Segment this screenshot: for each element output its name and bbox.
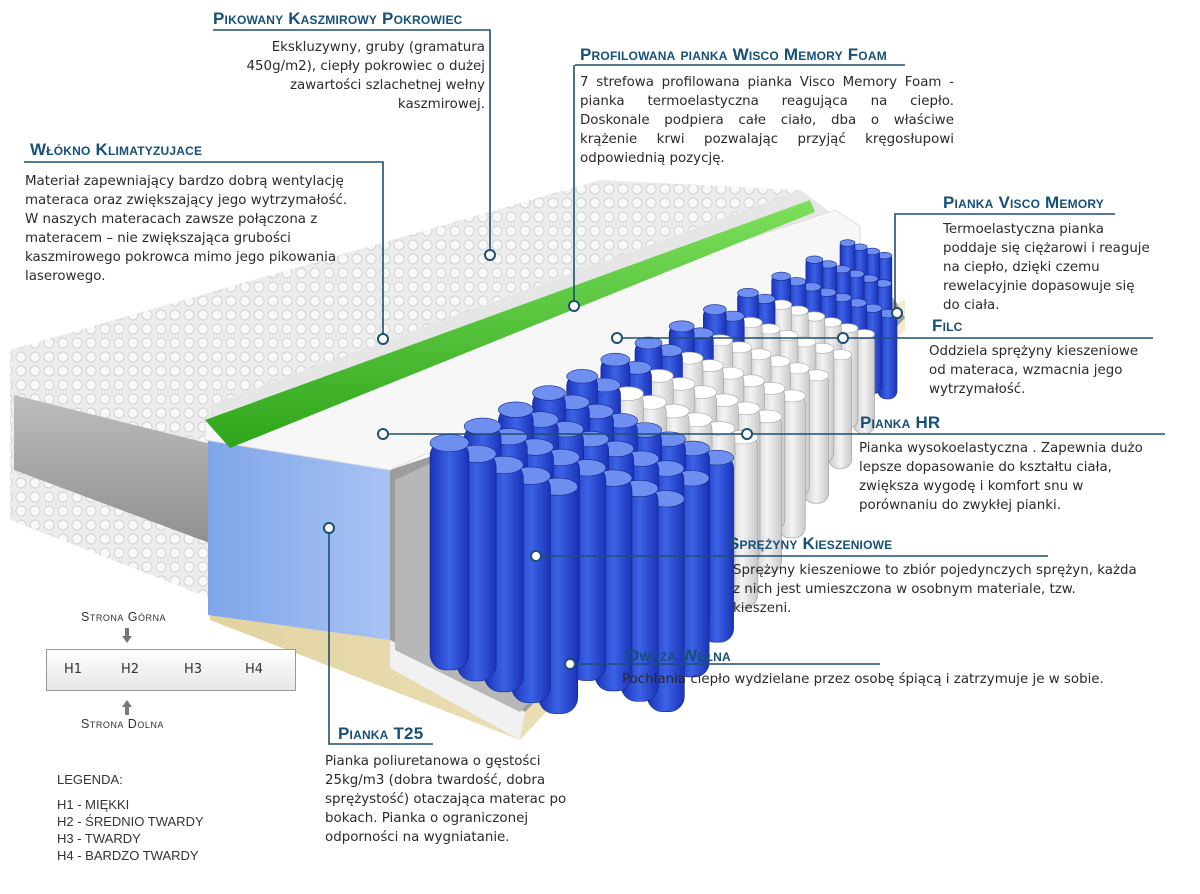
desc-line: wytrzymałość. bbox=[929, 382, 1026, 397]
desc-line: rewelacyjnie dopasowuje się bbox=[943, 279, 1135, 294]
label-t25-desc: Pianka poliuretanowa o gęstości 25kg/m3 (… bbox=[325, 752, 595, 847]
desc-line: porównaniu do zwykłej pianki. bbox=[859, 498, 1061, 513]
legend-item: H4 - BARDZO TWARDY bbox=[57, 848, 199, 863]
desc-line: od materaca, wzmacnia jego bbox=[929, 363, 1123, 378]
label-pikowany-title: Pikowany Kaszmirowy Pokrowiec bbox=[213, 9, 463, 28]
leader-lines bbox=[24, 29, 1165, 745]
label-wlokno-desc: Materiał zapewniający bardzo dobrą wenty… bbox=[25, 172, 385, 286]
desc-line: Sprężyny kieszeniowe to zbiór pojedynczy… bbox=[733, 563, 1137, 578]
desc-line: 25kg/m3 (dobra twardość, dobra bbox=[325, 773, 546, 788]
desc-line: materacem – nie zwiększająca grubości bbox=[25, 231, 291, 246]
legend-item: H1 - MIĘKKI bbox=[57, 797, 130, 812]
desc-line: laserowego. bbox=[25, 269, 106, 284]
label-owcza-desc: Pochłania ciepło wydzielane przez osobę … bbox=[622, 670, 1182, 689]
desc-line: Pianka wysokoelastyczna . Zapewnia dużo bbox=[859, 441, 1143, 456]
desc-line: Oddziela sprężyny kieszeniowe bbox=[929, 344, 1139, 359]
desc-line: bokach. Pianka o ograniczonej bbox=[325, 811, 529, 826]
leader-dots bbox=[323, 249, 903, 670]
hardness-top-label: Strona Górna bbox=[81, 610, 167, 624]
arrow-up-icon-head bbox=[122, 700, 132, 707]
desc-line: zawartości szlachetnej wełny bbox=[289, 78, 485, 93]
t25-foam bbox=[208, 440, 390, 640]
desc-line: W naszych materacach zawsze połączona z bbox=[25, 212, 318, 227]
arrow-up-icon bbox=[125, 706, 129, 715]
desc-line: sprężystość) otaczająca materac po bbox=[325, 792, 567, 807]
desc-line: lepsze dopasowanie do kształtu ciała, bbox=[859, 460, 1112, 475]
pocket-spring bbox=[828, 349, 853, 469]
desc-line: Pianka poliuretanowa o gęstości bbox=[325, 754, 541, 769]
desc-line: 7 strefowa profilowana pianka Visco Memo… bbox=[580, 75, 954, 90]
pocket-spring bbox=[429, 434, 470, 671]
label-visco-title: Pianka Visco Memory bbox=[943, 193, 1104, 212]
desc-line: Materiał zapewniający bardzo dobrą wenty… bbox=[25, 174, 344, 189]
hardness-scale: H1 H2 H3 H4 bbox=[46, 649, 296, 691]
hardness-level: H1 bbox=[64, 662, 83, 677]
desc-line: kieszeni. bbox=[733, 601, 792, 616]
label-sprezyny-desc: Sprężyny kieszeniowe to zbiór pojedynczy… bbox=[733, 561, 1173, 618]
label-sprezyny-title: Sprężyny Kieszeniowe bbox=[728, 534, 893, 553]
label-visco-desc: Termoelastyczna pianka poddaje się ciężar… bbox=[943, 220, 1173, 315]
pocket-spring bbox=[853, 329, 875, 434]
desc-line: odpowiednią pozycję. bbox=[580, 151, 725, 166]
desc-line: krążenie krwi pozwalając przyjąć kręgosł… bbox=[580, 132, 954, 147]
label-pikowany-desc: Ekskluzywny, gruby (gramatura 450g/m2), c… bbox=[188, 38, 485, 114]
label-profilowana-title: Profilowana pianka Wisco Memory Foam bbox=[580, 45, 887, 64]
desc-line: z nich jest umieszczona w osobnym materi… bbox=[733, 582, 1076, 597]
label-owcza-title: Owcza Wełna bbox=[626, 646, 731, 665]
hardness-level: H4 bbox=[245, 662, 264, 677]
desc-line: Termoelastyczna pianka bbox=[943, 222, 1104, 237]
label-hr-title: Pianka HR bbox=[860, 413, 941, 432]
legend-heading: LEGENDA: bbox=[57, 772, 123, 787]
desc-line: Pochłania ciepło wydzielane przez osobę … bbox=[622, 672, 1104, 687]
desc-line: pianka termoelastyczna reagująca na ciep… bbox=[580, 94, 954, 109]
desc-line: odporności na wygniatanie. bbox=[325, 830, 510, 845]
cover-ventilation-band bbox=[14, 395, 215, 545]
label-filc-title: Filc bbox=[932, 316, 963, 335]
desc-line: kaszmirowego pokrowca mimo jego pikowani… bbox=[25, 250, 337, 265]
label-filc-desc: Oddziela sprężyny kieszeniowe od materaca… bbox=[929, 342, 1169, 399]
label-profilowana-desc: 7 strefowa profilowana pianka Visco Memo… bbox=[580, 73, 954, 168]
desc-line: do ciała. bbox=[943, 298, 1000, 313]
pocket-springs bbox=[429, 239, 898, 714]
desc-line: 450g/m2), ciepły pokrowiec o dużej bbox=[246, 59, 485, 74]
hardness-bottom-label: Strona Dolna bbox=[81, 717, 164, 731]
hardness-level: H3 bbox=[184, 662, 203, 677]
label-t25-title: Pianka T25 bbox=[338, 724, 424, 743]
desc-line: poddaje się ciężarowi i reaguje bbox=[943, 241, 1150, 256]
label-wlokno-title: Włókno Klimatyzujace bbox=[30, 140, 203, 159]
desc-line: materaca oraz zwiększający jego wytrzyma… bbox=[25, 193, 348, 208]
arrow-down-icon bbox=[125, 628, 129, 637]
desc-line: Doskonale podpiera całe ciało, dba o wła… bbox=[580, 113, 954, 128]
desc-line: zwiększa wygodę i komfort snu w bbox=[859, 479, 1084, 494]
cover-top bbox=[10, 180, 830, 420]
memory-foam-green bbox=[205, 200, 815, 448]
legend-item: H3 - TWARDY bbox=[57, 831, 141, 846]
arrow-down-icon-head bbox=[122, 636, 132, 643]
desc-line: na ciepło, dzięki czemu bbox=[943, 260, 1100, 275]
legend-item: H2 - ŚREDNIO TWARDY bbox=[57, 814, 204, 829]
label-hr-desc: Pianka wysokoelastyczna . Zapewnia dużo l… bbox=[859, 439, 1179, 515]
hardness-level: H2 bbox=[121, 662, 140, 677]
desc-line: kaszmirowej. bbox=[397, 97, 485, 112]
desc-line: Ekskluzywny, gruby (gramatura bbox=[271, 40, 485, 55]
